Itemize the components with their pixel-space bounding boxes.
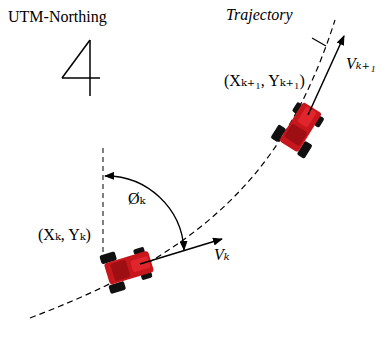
leader-line bbox=[312, 38, 326, 46]
position-label: (Xₖ₊₁, Yₖ₊₁) bbox=[224, 72, 305, 90]
north-symbol bbox=[62, 40, 100, 96]
position-label: (Xₖ, Yₖ) bbox=[38, 226, 91, 244]
angle-label: Øₖ bbox=[128, 190, 145, 208]
trajectory-label: Trajectory bbox=[226, 6, 293, 24]
north-reference-line bbox=[103, 148, 104, 262]
velocity-vector bbox=[140, 239, 222, 264]
trajectory-curve bbox=[30, 20, 335, 318]
velocity-label: Vₖ bbox=[214, 246, 230, 264]
tractor-k1 bbox=[270, 97, 329, 159]
tractor-k bbox=[99, 242, 157, 294]
velocity-vector bbox=[308, 36, 344, 115]
axis-label: UTM-Northing bbox=[8, 8, 107, 26]
heading-angle-arc bbox=[105, 176, 184, 250]
velocity-label: Vₖ₊₁ bbox=[346, 55, 376, 73]
